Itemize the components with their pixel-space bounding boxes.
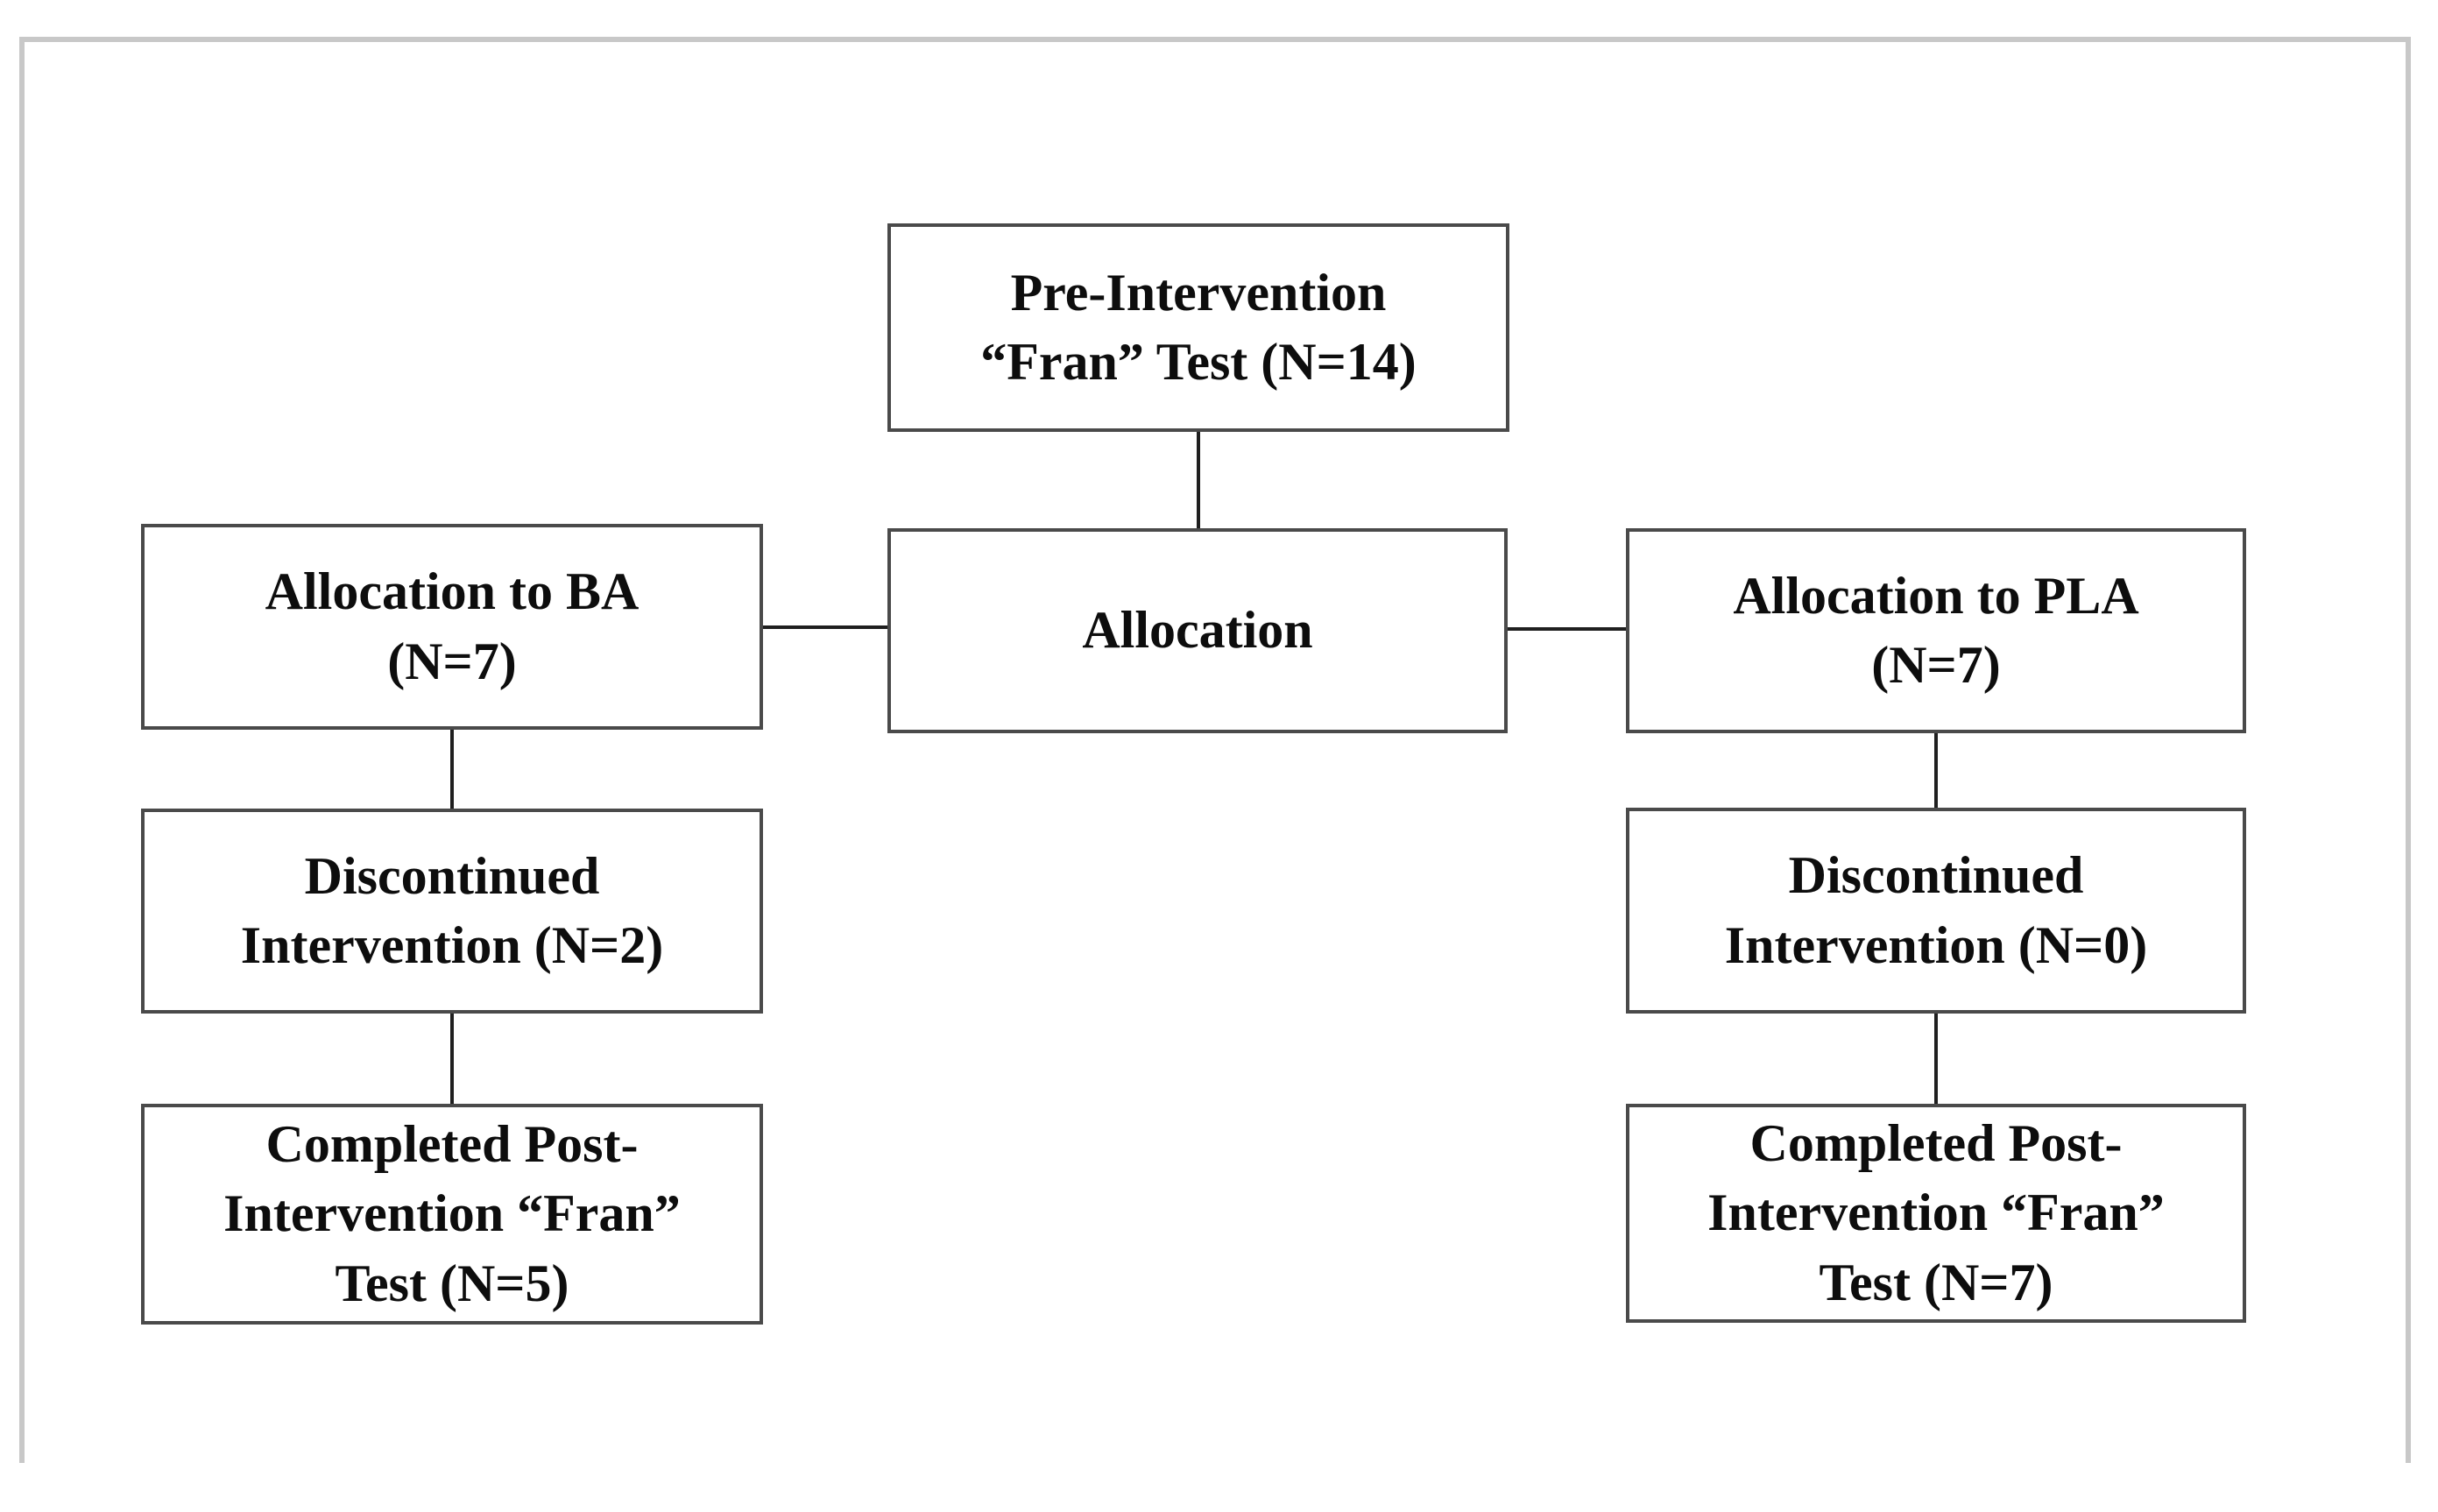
page-frame-border [19, 37, 2411, 1463]
node-text-line: Pre-Intervention [1010, 263, 1387, 321]
connector-ba-to-discontinued [450, 728, 454, 810]
node-allocation-to-ba: Allocation to BA (N=7) [141, 524, 763, 730]
node-text-line: Allocation [1082, 601, 1313, 660]
node-text-line: Intervention “Fran” [1707, 1183, 2165, 1242]
node-text-line: Allocation to PLA [1733, 566, 2139, 625]
node-completed-post-intervention-pla: Completed Post- Intervention “Fran” Test… [1626, 1104, 2246, 1323]
node-text-line: Completed Post- [265, 1115, 639, 1174]
node-text-line: Test (N=7) [1819, 1253, 2053, 1311]
node-text-line: (N=7) [387, 632, 517, 690]
node-text-line: Intervention (N=2) [240, 916, 664, 974]
node-pre-intervention-test: Pre-Intervention “Fran” Test (N=14) [887, 223, 1509, 432]
node-allocation: Allocation [887, 528, 1508, 733]
connector-allocation-to-ba [761, 625, 891, 629]
node-completed-post-intervention-ba: Completed Post- Intervention “Fran” Test… [141, 1104, 763, 1325]
node-text-line: Completed Post- [1749, 1114, 2123, 1173]
connector-allocation-to-pla [1505, 627, 1628, 631]
node-text-line: Discontinued [304, 846, 600, 905]
node-text-line: Intervention “Fran” [223, 1184, 681, 1243]
node-text-line: Allocation to BA [265, 562, 640, 621]
connector-discontinued-to-completed-pla [1934, 1012, 1938, 1106]
node-text-line: Discontinued [1788, 846, 2084, 905]
node-allocation-to-pla: Allocation to PLA (N=7) [1626, 528, 2246, 733]
connector-discontinued-to-completed-ba [450, 1012, 454, 1106]
connector-pla-to-discontinued [1934, 731, 1938, 809]
node-text-line: “Fran” Test (N=14) [980, 333, 1417, 391]
node-discontinued-intervention-pla: Discontinued Intervention (N=0) [1626, 808, 2246, 1014]
node-discontinued-intervention-ba: Discontinued Intervention (N=2) [141, 809, 763, 1014]
connector-pre-to-allocation [1197, 429, 1200, 530]
node-text-line: (N=7) [1871, 636, 2001, 694]
node-text-line: Intervention (N=0) [1724, 915, 2148, 974]
node-text-line: Test (N=5) [335, 1254, 569, 1312]
